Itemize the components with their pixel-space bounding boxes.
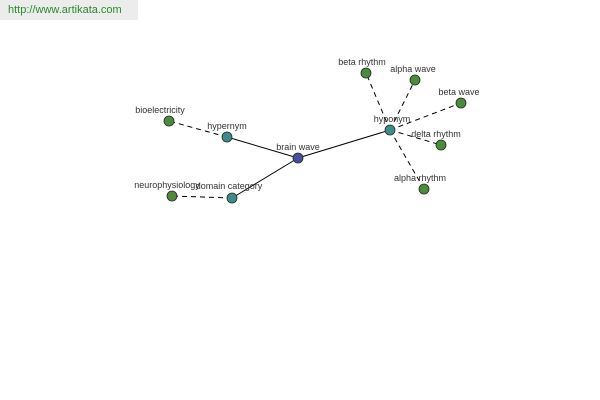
- node-beta-wave[interactable]: beta wave: [438, 87, 480, 109]
- edge-brain-wave-hypernym: [226, 136, 299, 159]
- edge-brain-wave-domain-category: [231, 157, 299, 199]
- edge-domain-category-neurophysiology: [171, 195, 233, 199]
- node-marker-hypernym[interactable]: [221, 131, 233, 143]
- edge-hyponym-beta-rhythm: [365, 72, 391, 131]
- node-marker-delta-rhythm[interactable]: [435, 139, 447, 151]
- node-marker-domain-category[interactable]: [226, 192, 238, 204]
- node-beta-rhythm[interactable]: beta rhythm: [338, 57, 386, 79]
- node-hyponym[interactable]: hyponym: [374, 114, 411, 136]
- node-label-delta-rhythm: delta rhythm: [411, 129, 461, 139]
- node-label-bioelectricity: bioelectricity: [135, 105, 185, 115]
- node-label-alpha-rhythm: alpha rhythm: [394, 173, 446, 183]
- node-marker-hyponym[interactable]: [384, 124, 396, 136]
- node-label-brain-wave: brain wave: [276, 142, 320, 152]
- node-alpha-wave[interactable]: alpha wave: [390, 64, 436, 86]
- node-marker-beta-wave[interactable]: [455, 97, 467, 109]
- node-label-hypernym: hypernym: [207, 121, 247, 131]
- node-marker-neurophysiology[interactable]: [166, 190, 178, 202]
- node-label-domain-category: domain category: [196, 181, 263, 191]
- site-url[interactable]: http://www.artikata.com: [0, 0, 138, 20]
- node-label-hyponym: hyponym: [374, 114, 411, 124]
- node-marker-alpha-wave[interactable]: [409, 74, 421, 86]
- node-bioelectricity[interactable]: bioelectricity: [135, 105, 185, 127]
- edge-hypernym-bioelectricity: [168, 120, 228, 138]
- graph-edges: [168, 72, 462, 199]
- node-marker-brain-wave[interactable]: [292, 152, 304, 164]
- edge-brain-wave-hyponym: [297, 129, 391, 159]
- edge-hyponym-beta-wave: [389, 102, 462, 131]
- edge-hyponym-alpha-rhythm: [389, 129, 425, 190]
- node-delta-rhythm[interactable]: delta rhythm: [411, 129, 461, 151]
- node-alpha-rhythm[interactable]: alpha rhythm: [394, 173, 446, 195]
- edge-hyponym-alpha-wave: [389, 79, 416, 131]
- node-marker-beta-rhythm[interactable]: [360, 67, 372, 79]
- node-domain-category[interactable]: domain category: [196, 181, 263, 204]
- node-marker-bioelectricity[interactable]: [163, 115, 175, 127]
- node-marker-alpha-rhythm[interactable]: [418, 183, 430, 195]
- node-brain-wave[interactable]: brain wave: [276, 142, 320, 164]
- node-label-neurophysiology: neurophysiology: [134, 180, 200, 190]
- node-label-beta-rhythm: beta rhythm: [338, 57, 386, 67]
- node-hypernym[interactable]: hypernym: [207, 121, 247, 143]
- node-label-alpha-wave: alpha wave: [390, 64, 436, 74]
- node-label-beta-wave: beta wave: [438, 87, 479, 97]
- graph-nodes: brain wave hypernym hyponym domain category…: [134, 57, 480, 204]
- node-neurophysiology[interactable]: neurophysiology: [134, 180, 200, 202]
